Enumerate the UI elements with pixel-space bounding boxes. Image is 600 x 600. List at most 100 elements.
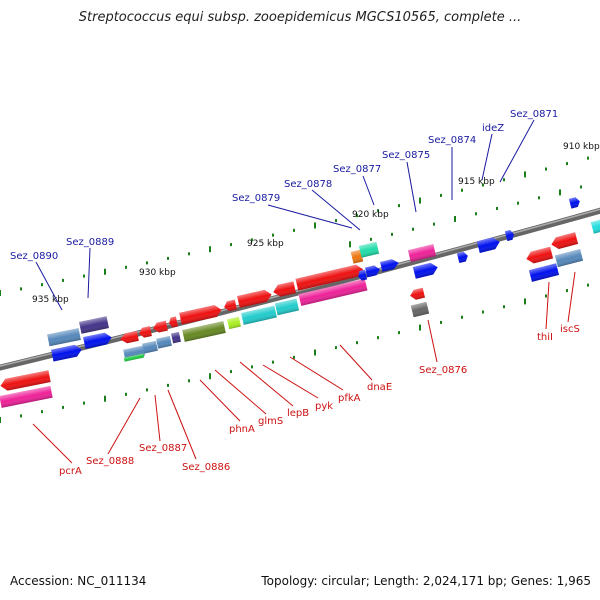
scale-tick: [524, 298, 526, 305]
leader-line: [87, 247, 91, 299]
gene-block-sez-0889-shade: [79, 316, 109, 334]
gene-block-pcra-lower: [0, 385, 53, 408]
scale-label: 930 kbp: [139, 268, 176, 278]
gene-block-pyk-a: [237, 289, 272, 308]
scale-tick: [104, 395, 106, 402]
scale-label: 910 kbp: [563, 142, 600, 152]
gene-block-sez-0889-b: [83, 332, 112, 349]
scale-label: 920 kbp: [352, 210, 389, 220]
gene-block-sez-0886-b: [156, 335, 172, 349]
gene-block-sez-0871: [504, 230, 514, 242]
scale-tick: [356, 341, 358, 345]
gene-block-sez-0888-a-shade: [120, 330, 139, 344]
gene-label-sez-0876: Sez_0876: [419, 365, 467, 376]
gene-label-sez-0875: Sez_0875: [382, 150, 430, 161]
scale-tick: [230, 370, 232, 374]
leader-line: [239, 361, 294, 407]
gene-block-sez-0878: [358, 241, 380, 258]
genome-summary-text: Topology: circular; Length: 2,024,171 bp…: [261, 574, 591, 588]
gene-label-glms: glmS: [258, 416, 283, 427]
gene-block-thii: [528, 263, 560, 282]
scale-tick: [83, 274, 85, 278]
gene-block-sez-0890: [47, 328, 81, 347]
gene-block-dnae-a-shade: [295, 264, 364, 291]
gene-block-pfka-shade: [274, 298, 300, 316]
scale-tick: [188, 379, 190, 383]
gene-block-pfka-a: [273, 281, 297, 297]
scale-tick: [398, 331, 400, 335]
gene-block-sez-0877-a: [358, 269, 368, 281]
gene-block-sez-0890-b-shade: [51, 344, 82, 362]
gene-block-sez-0871-shade: [504, 230, 514, 242]
gene-block-sez-0886-b-shade: [156, 335, 172, 349]
gene-block-lepb-a-shade: [224, 299, 237, 312]
gene-block-thii-a-shade: [526, 246, 554, 264]
scale-tick: [419, 197, 421, 204]
scale-tick: [440, 193, 442, 197]
scale-tick: [545, 294, 547, 298]
gene-block-sez-0871-b-shade: [568, 197, 580, 209]
gene-block-glms: [182, 321, 226, 342]
scale-tick: [566, 162, 568, 166]
gene-block-sez-0886-c: [171, 331, 181, 344]
gene-block-sez-0877-c-shade: [380, 259, 399, 272]
scale-tick: [412, 227, 414, 231]
scale-tick: [20, 414, 22, 418]
leader-line: [545, 281, 550, 330]
scale-tick: [272, 233, 274, 237]
scale-tick: [251, 238, 253, 242]
scale-tick: [370, 237, 372, 241]
gene-block-sez-0888-b: [139, 326, 152, 338]
gene-block-sez-0886-c-shade: [171, 331, 181, 344]
gene-block-lepb-a: [224, 299, 237, 312]
scale-label: 915 kbp: [458, 177, 495, 187]
gene-label-phna: phnA: [229, 424, 255, 435]
scale-label: 925 kbp: [247, 239, 284, 249]
gene-block-sez-0875-shade: [407, 244, 437, 262]
scale-tick: [293, 228, 295, 232]
gene-block-glms-shade: [182, 321, 226, 342]
leader-line: [406, 161, 417, 213]
scale-tick-rows: [0, 156, 589, 424]
gene-block-sez-0871-b: [568, 197, 580, 209]
leader-line: [499, 119, 535, 183]
leader-line: [35, 261, 63, 311]
gene-label-sez-0878: Sez_0878: [284, 179, 332, 190]
scale-tick: [461, 188, 463, 192]
gene-block-sez-0879: [350, 249, 364, 264]
scale-tick: [377, 209, 379, 213]
gene-block-sez-0887-stripe-shade: [123, 353, 145, 362]
gene-block-sez-0887-b-shade: [169, 316, 178, 328]
scale-tick: [538, 196, 540, 200]
scale-tick: [314, 222, 316, 229]
gene-block-idez: [476, 237, 500, 253]
gene-block-lepb-shade: [227, 316, 241, 330]
scale-tick: [503, 178, 505, 182]
accession-text: Accession: NC_011134: [10, 574, 147, 588]
gene-block-sez-0889: [79, 316, 109, 334]
gene-block-idez-shade: [476, 237, 500, 253]
scale-tick: [433, 222, 435, 226]
scale-tick: [146, 388, 148, 392]
scale-tick: [230, 243, 232, 247]
gene-block-sez-0877-a-shade: [358, 269, 368, 281]
gene-block-iscs: [554, 249, 584, 268]
scale-labels: 935 kbp 930 kbp 925 kbp 920 kbp 915 kbp …: [32, 142, 600, 305]
gene-block-iscs-shade: [554, 249, 584, 268]
gene-block-iscs-a: [551, 232, 579, 249]
scale-tick: [146, 261, 148, 265]
gene-block-sez-0886-a-shade: [142, 340, 158, 354]
scale-tick: [335, 219, 337, 223]
gene-block-sez-0874: [456, 251, 468, 264]
scale-tick: [454, 215, 456, 222]
top-gene-labels: Sez_0890 Sez_0889 Sez_0879 Sez_0878 Sez_…: [10, 109, 558, 262]
scale-label: 935 kbp: [32, 295, 69, 305]
gene-block-dnae-a: [295, 264, 364, 291]
scale-tick: [566, 289, 568, 293]
gene-label-sez-0889: Sez_0889: [66, 237, 114, 248]
scale-tick: [391, 232, 393, 236]
gene-label-pyk: pyk: [315, 401, 333, 412]
gene-label-sez-0890: Sez_0890: [10, 251, 58, 262]
scale-tick: [377, 336, 379, 340]
